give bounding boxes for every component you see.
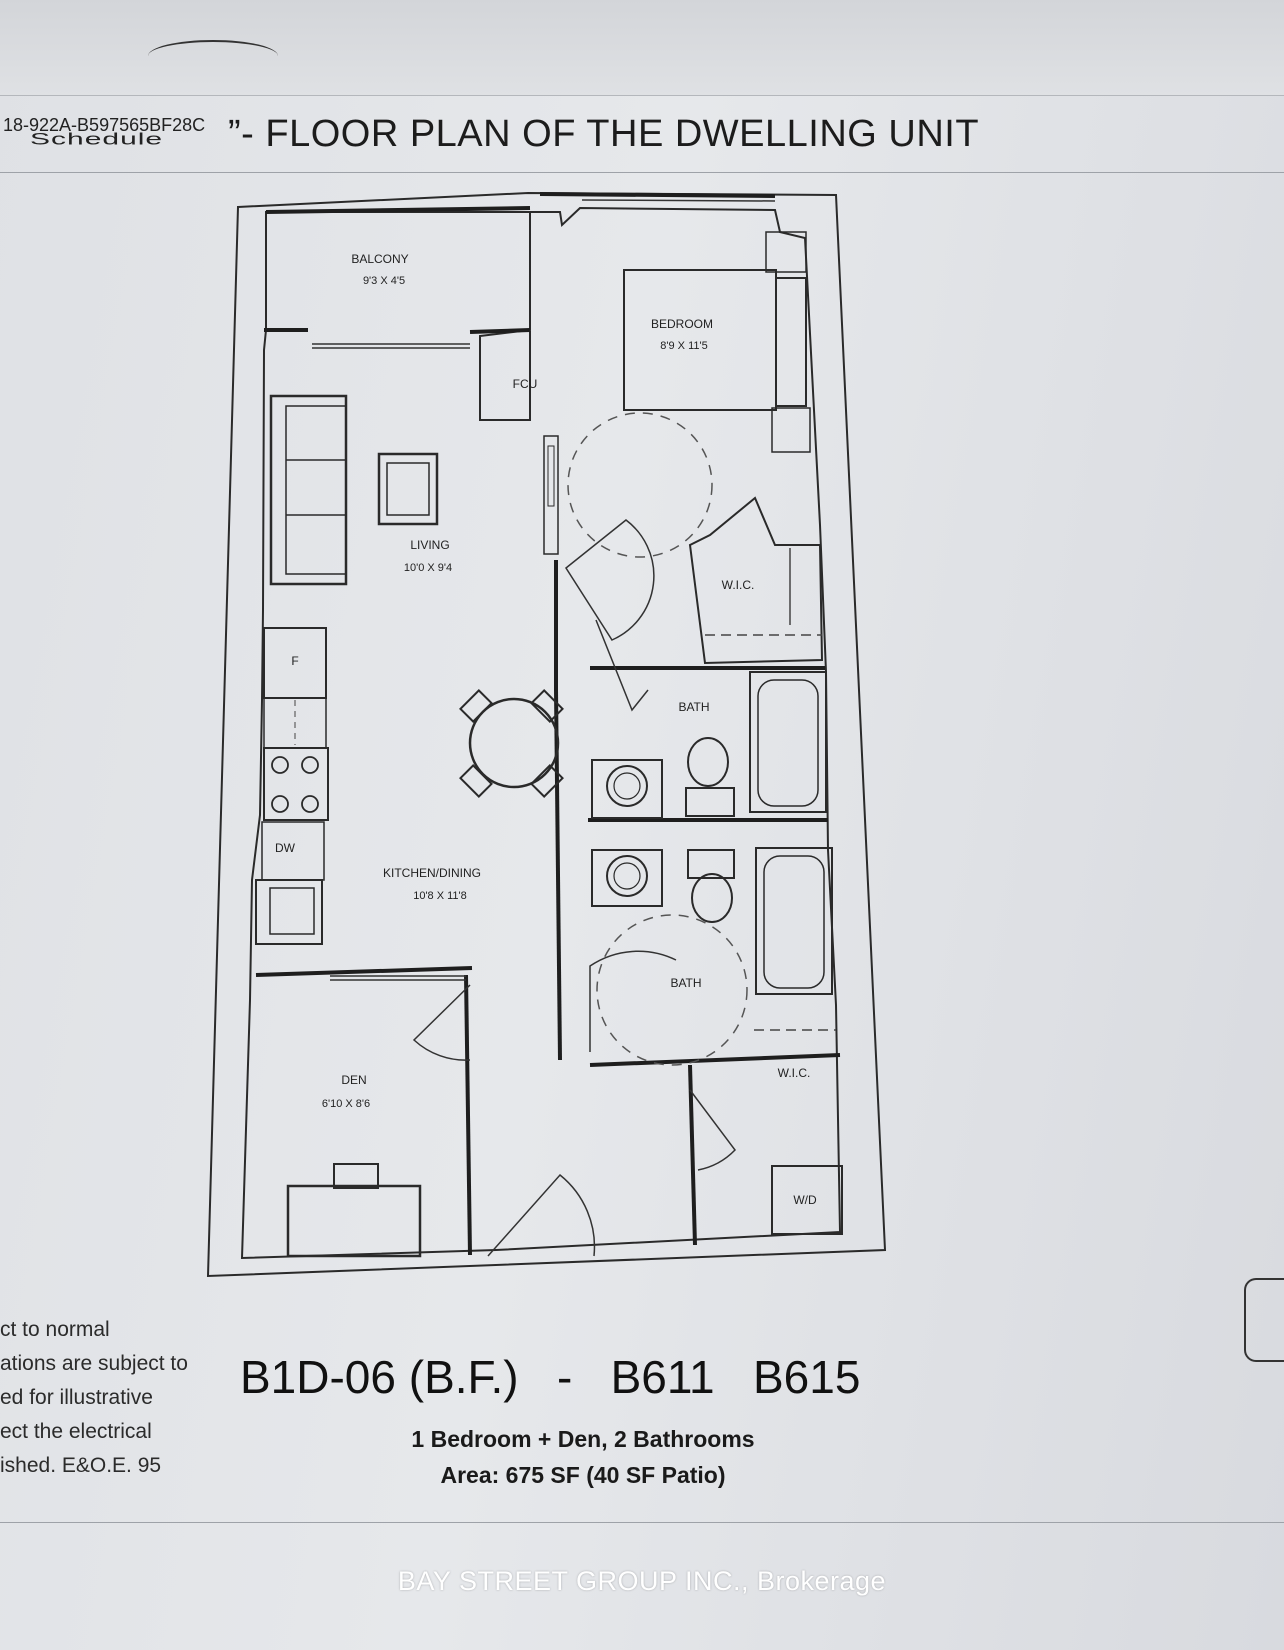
room-label-den: DEN [341, 1073, 367, 1087]
schedule-fragment: Schedule [30, 130, 164, 149]
room-label-bath-1: BATH [678, 700, 710, 714]
unit-area: Area: 675 SF (40 SF Patio) [440, 1462, 726, 1488]
disclaimer-line: ed for illustrative [0, 1386, 153, 1409]
disclaimer-line: ished. E&O.E. 95 [0, 1454, 162, 1477]
room-label-wic-den: W.I.C. [777, 1066, 811, 1080]
disclaimer-line: ect the electrical [0, 1420, 152, 1443]
room-label-wic-bedroom: W.I.C. [721, 578, 755, 592]
room-dims-living: 10'0 X 9'4 [403, 562, 453, 574]
disclaimer-line: ct to normal [0, 1318, 110, 1341]
brokerage-watermark: BAY STREET GROUP INC., Brokerage [397, 1566, 887, 1596]
room-label-kitchen-dining: KITCHEN/DINING [382, 866, 482, 880]
room-label-washer-dryer: W/D [793, 1193, 817, 1207]
arc-mark [148, 40, 278, 72]
interior-outline [240, 206, 842, 1260]
room-dims-balcony: 9'3 X 4'5 [362, 275, 406, 287]
room-label-living: LIVING [410, 538, 450, 552]
corner-stamp-outline [1244, 1278, 1284, 1362]
disclaimer-text: ct to normal ations are subject to ed fo… [0, 1313, 188, 1483]
reference-code: 18-922A-B597565BF28C [3, 115, 206, 135]
room-label-fcu: FCU [512, 377, 538, 391]
outer-frame [206, 191, 887, 1278]
paper-fold-line [0, 172, 1284, 173]
room-label-balcony: BALCONY [351, 252, 409, 266]
page-title: ”- FLOOR PLAN OF THE DWELLING UNIT [228, 113, 980, 155]
unit-description: 1 Bedroom + Den, 2 Bathrooms [411, 1426, 755, 1452]
room-dims-kitchen-dining: 10'8 X 11'8 [413, 890, 467, 902]
room-dims-den: 6'10 X 8'6 [321, 1098, 371, 1110]
unit-code: B1D-06 (B.F.) - B611 B615 [240, 1351, 861, 1403]
paper-fold-line-bottom [0, 1522, 1284, 1523]
dishwasher-label: DW [275, 841, 295, 855]
room-dims-bedroom: 8'9 X 11'5 [660, 340, 708, 352]
room-label-bath-2: BATH [670, 976, 702, 990]
room-label-bedroom: BEDROOM [650, 317, 714, 331]
fridge-label: F [291, 654, 299, 668]
disclaimer-line: ations are subject to [0, 1352, 188, 1375]
